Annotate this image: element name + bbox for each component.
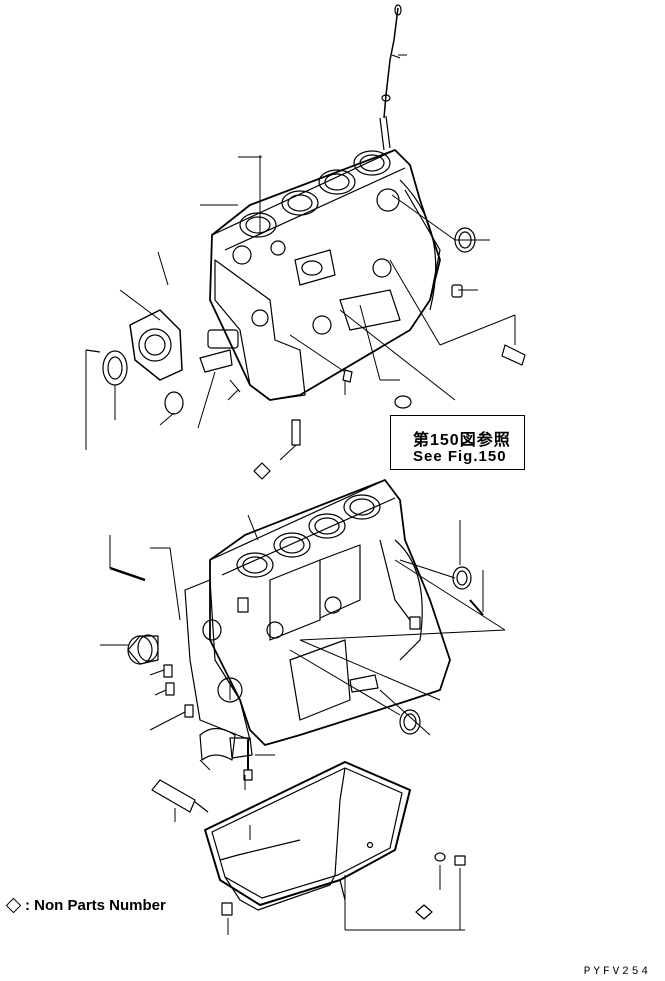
reference-text-jp: 第150図参照 (413, 432, 511, 449)
dipstick (381, 4, 402, 119)
legend: : Non Parts Number (4, 897, 166, 914)
legend-text: : Non Parts Number (25, 897, 166, 914)
non-part-diamond-upper (253, 462, 271, 480)
rear-seal-parts (291, 227, 526, 446)
lower-leader-lines (100, 514, 506, 771)
non-part-diamond-lower (415, 904, 433, 920)
figure-code: PYFV254 (583, 966, 651, 978)
front-seal-parts (85, 309, 239, 415)
reference-text-en: See Fig.150 (413, 448, 507, 465)
lower-front-parts (109, 566, 253, 781)
reference-box: 第150図参照 See Fig.150 (390, 415, 525, 470)
lower-cylinder-block (184, 479, 451, 746)
sealant-tube (151, 779, 209, 813)
oil-pan (204, 761, 411, 911)
pan-leader-lines (174, 775, 465, 935)
diamond-icon (5, 897, 22, 913)
lower-rear-parts (349, 566, 484, 735)
upper-leader-lines (85, 54, 516, 461)
upper-cylinder-block (209, 115, 441, 401)
drain-plugs (221, 852, 466, 916)
